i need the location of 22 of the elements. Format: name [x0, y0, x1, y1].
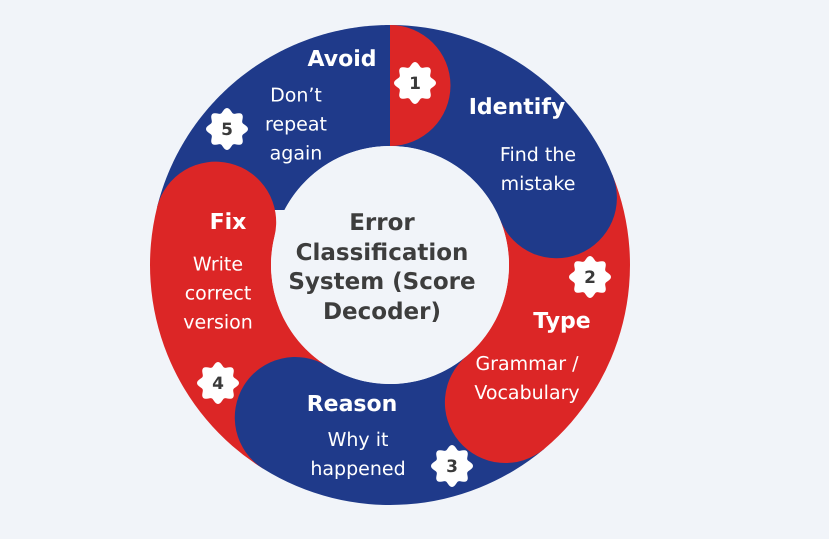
step-badge — [394, 62, 436, 104]
step-badge — [431, 445, 473, 487]
step-number: 1 — [409, 74, 421, 94]
step-description: Find the mistake — [498, 143, 578, 197]
ring-segment — [157, 25, 390, 210]
step-number: 5 — [221, 120, 233, 140]
step-number: 2 — [584, 268, 596, 288]
step-description: Write correct version — [182, 252, 254, 336]
step-title: Fix — [210, 211, 246, 235]
step-description: Don’t repeat again — [264, 84, 328, 166]
step-title: Identify — [468, 96, 566, 120]
step-title: Type — [533, 310, 591, 334]
step-description: Grammar / Vocabulary — [473, 352, 581, 406]
step-number: 3 — [446, 456, 458, 476]
step-number: 4 — [212, 374, 224, 394]
step-title: Reason — [306, 393, 398, 417]
step-badge — [197, 362, 239, 404]
step-title: Avoid — [308, 48, 376, 72]
step-description: Why it happened — [309, 428, 407, 482]
center-title: Error Classification System (Score Decoder) — [287, 209, 477, 326]
step-badge — [206, 108, 248, 150]
step-badge — [569, 256, 611, 298]
